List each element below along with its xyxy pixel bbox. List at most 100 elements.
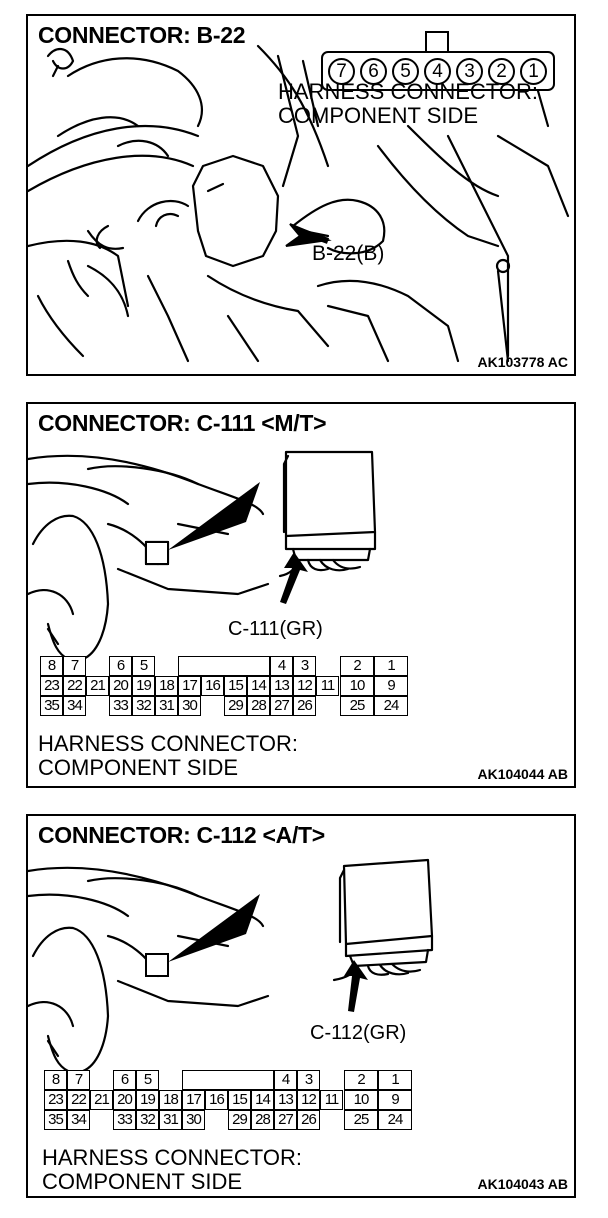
pin-cell: 2 <box>344 1070 378 1090</box>
connector-callout: B-22(B) <box>312 242 385 265</box>
pin-cell: 12 <box>293 676 316 696</box>
pin-cell: 7 <box>67 1070 90 1090</box>
pin: 3 <box>456 58 483 85</box>
pin-cell <box>320 1110 343 1130</box>
pin-cell: 6 <box>113 1070 136 1090</box>
pin-cell <box>320 1070 343 1090</box>
pin-cell: 21 <box>86 676 109 696</box>
pin-cell: 15 <box>224 676 247 696</box>
pin-cell <box>155 656 178 676</box>
pin-cell: 3 <box>297 1070 320 1090</box>
pin-cell: 6 <box>109 656 132 676</box>
pin-cell: 13 <box>274 1090 297 1110</box>
connector-callout: C-111(GR) <box>228 618 323 640</box>
pin-cell: 34 <box>67 1110 90 1130</box>
pin-cell: 16 <box>205 1090 228 1110</box>
harness-connector-label: HARNESS CONNECTOR: COMPONENT SIDE <box>38 731 298 780</box>
pin-cell: 4 <box>270 656 293 676</box>
harness-connector-label: HARNESS CONNECTOR: COMPONENT SIDE <box>278 79 538 128</box>
pin-cell: 5 <box>136 1070 159 1090</box>
pin-cell <box>201 656 224 676</box>
pin-cell: 9 <box>378 1090 412 1110</box>
pin-cell: 22 <box>67 1090 90 1110</box>
panel-title: CONNECTOR: B-22 <box>38 22 246 48</box>
pin-cell: 10 <box>340 676 374 696</box>
connector-b22-panel: CONNECTOR: B-22 7 6 5 4 3 2 1 HARNESS CO… <box>26 14 576 376</box>
pin-cell: 1 <box>378 1070 412 1090</box>
pin-cell: 20 <box>113 1090 136 1110</box>
pin-cell: 26 <box>293 696 316 716</box>
pin-cell <box>205 1070 228 1090</box>
panel-title: CONNECTOR: C-112 <A/T> <box>38 822 325 848</box>
pin-cell: 16 <box>201 676 224 696</box>
c112-dashboard-illustration <box>28 858 434 1073</box>
pin-cell: 10 <box>344 1090 378 1110</box>
pin-cell <box>159 1070 182 1090</box>
pin-cell: 23 <box>44 1090 67 1110</box>
pin-cell <box>86 696 109 716</box>
pin-cell <box>90 1110 113 1130</box>
pin-cell: 21 <box>90 1090 113 1110</box>
pin-group-outline <box>178 656 270 676</box>
pin-cell: 29 <box>224 696 247 716</box>
pin-cell: 35 <box>40 696 63 716</box>
pin-cell: 17 <box>178 676 201 696</box>
pin-cell <box>224 656 247 676</box>
pin-cell: 11 <box>316 676 339 696</box>
pin-cell <box>90 1070 113 1090</box>
pin-cell <box>247 656 270 676</box>
c111-pointer-wedge <box>168 482 260 550</box>
pin-cell: 9 <box>374 676 408 696</box>
pin-cell: 14 <box>247 676 270 696</box>
pin-cell: 11 <box>320 1090 343 1110</box>
pin-cell: 26 <box>297 1110 320 1130</box>
pin-cell: 7 <box>63 656 86 676</box>
pin-cell: 5 <box>132 656 155 676</box>
pin: 1 <box>520 58 547 85</box>
pin-cell: 25 <box>340 696 374 716</box>
pin-cell: 28 <box>251 1110 274 1130</box>
pin-cell: 34 <box>63 696 86 716</box>
pin-cell <box>316 696 339 716</box>
pin-cell: 20 <box>109 676 132 696</box>
pin: 4 <box>424 58 451 85</box>
pin-cell <box>205 1110 228 1130</box>
pin-cell: 3 <box>293 656 316 676</box>
pin-cell: 23 <box>40 676 63 696</box>
pin-cell <box>228 1070 251 1090</box>
pin-cell: 27 <box>270 696 293 716</box>
figure-id: AK104043 AB <box>477 1176 568 1192</box>
pin-cell: 19 <box>136 1090 159 1110</box>
pin-cell: 25 <box>344 1110 378 1130</box>
connector-callout: C-112(GR) <box>310 1022 407 1044</box>
pin-cell <box>86 656 109 676</box>
pin: 2 <box>488 58 515 85</box>
pin-cell: 14 <box>251 1090 274 1110</box>
figure-id: AK103778 AC <box>477 354 568 370</box>
pin-cell: 19 <box>132 676 155 696</box>
pin-cell: 18 <box>159 1090 182 1110</box>
pin-cell: 2 <box>340 656 374 676</box>
harness-connector-label: HARNESS CONNECTOR: COMPONENT SIDE <box>42 1145 302 1194</box>
c111-arrow <box>280 552 308 604</box>
pin-cell: 31 <box>159 1110 182 1130</box>
pin-cell: 17 <box>182 1090 205 1110</box>
pin-cell: 15 <box>228 1090 251 1110</box>
pin-cell <box>182 1070 205 1090</box>
figure-id: AK104044 AB <box>477 766 568 782</box>
pin-cell: 24 <box>378 1110 412 1130</box>
pin-cell: 31 <box>155 696 178 716</box>
pin-cell: 28 <box>247 696 270 716</box>
pin: 6 <box>360 58 387 85</box>
pin-cell: 18 <box>155 676 178 696</box>
pin-cell: 32 <box>132 696 155 716</box>
pin-cell <box>201 696 224 716</box>
pin-cell: 27 <box>274 1110 297 1130</box>
pin-cell: 8 <box>44 1070 67 1090</box>
pin: 5 <box>392 58 419 85</box>
pin-cell: 33 <box>113 1110 136 1130</box>
pin-cell <box>251 1070 274 1090</box>
pin: 7 <box>328 58 355 85</box>
